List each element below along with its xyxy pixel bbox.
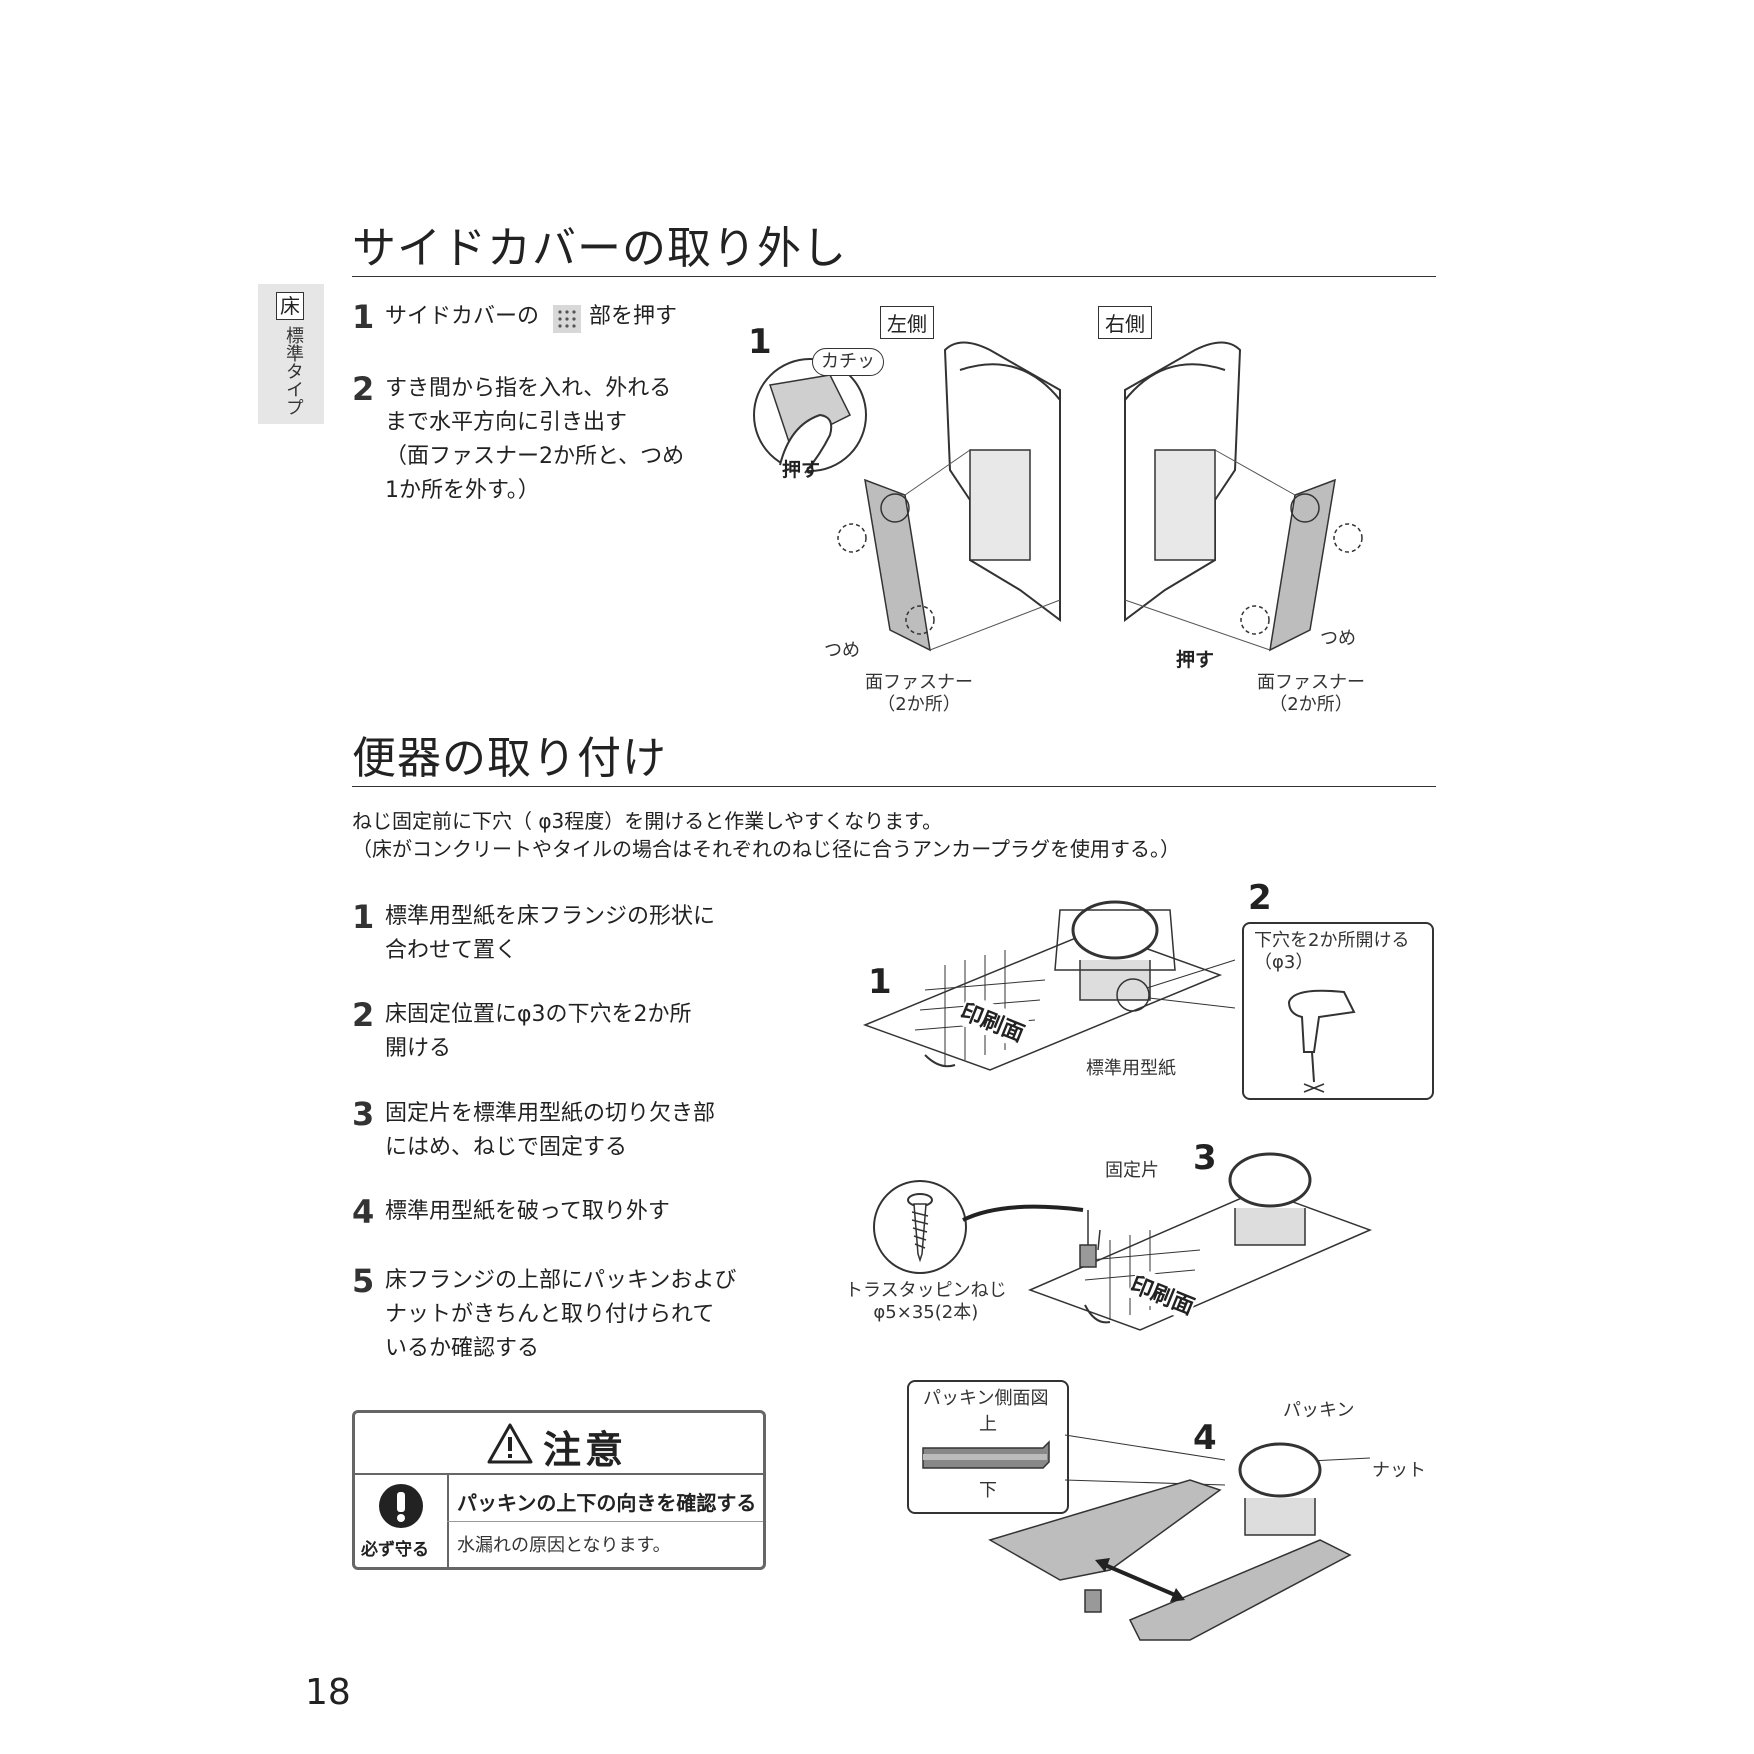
side-tab-kanji: 床 xyxy=(276,292,304,320)
section1-rule xyxy=(352,276,1436,277)
push-label-right: 押す xyxy=(1176,649,1215,671)
s2-step2-num: 2 xyxy=(352,996,375,1034)
caution-must-cell: 必ず守る xyxy=(355,1475,449,1567)
packing-side-view-box: パッキン側面図 上 下 xyxy=(907,1380,1069,1514)
nut-label: ナット xyxy=(1372,1460,1426,1481)
fixed-template-illustration xyxy=(1027,1152,1373,1331)
fig4-num: 4 xyxy=(1193,1418,1217,1458)
caution-body: 水漏れの原因となります。 xyxy=(457,1535,671,1556)
claw-label-right: つめ xyxy=(1320,628,1356,649)
section2-intro-2: （床がコンクリートやタイルの場合はそれぞれのねじ径に合うアンカープラグを使用する… xyxy=(352,837,1180,861)
s1-step1-text-before: サイドカバーの xyxy=(385,304,540,329)
s2-step2-text: 床固定位置にφ3の下穴を2か所 開ける xyxy=(385,1002,692,1061)
s2-step4-num: 4 xyxy=(352,1193,375,1231)
fastener-label-right: 面ファスナー （2か所） xyxy=(1257,672,1365,715)
section2-rule xyxy=(352,786,1436,787)
screw-connector-line xyxy=(962,1204,1084,1222)
toilet-side-cover-illustration xyxy=(837,341,1363,652)
fig1-num: 1 xyxy=(868,962,892,1002)
claw-label-left: つめ xyxy=(824,640,860,661)
s2-step5-text: 床フランジの上部にパッキンおよび ナットがきちんと取り付けられて いるか確認する xyxy=(385,1268,737,1361)
fixing-piece-label: 固定片 xyxy=(1105,1160,1159,1181)
page-number: 18 xyxy=(305,1672,351,1713)
s2-step3-num: 3 xyxy=(352,1095,375,1133)
template-label: 標準用型紙 xyxy=(1086,1058,1176,1079)
screw-label: トラスタッピンねじ φ5×35(2本) xyxy=(845,1280,1007,1323)
fastener-label-left: 面ファスナー （2か所） xyxy=(865,672,973,715)
section2-title: 便器の取り付け xyxy=(352,733,667,784)
s1-step1-num: 1 xyxy=(352,298,375,336)
packing-label: パッキン xyxy=(1283,1400,1355,1421)
screw-circle xyxy=(873,1180,967,1274)
s2-step4-text: 標準用型紙を破って取り外す xyxy=(385,1199,670,1224)
fig-step1-num: 1 xyxy=(748,322,772,362)
fig3-num: 3 xyxy=(1193,1138,1217,1178)
caution-box: 注意 必ず守る パッキンの上下の向きを確認する 水漏れの原因となります。 xyxy=(352,1410,766,1570)
s2-step5-num: 5 xyxy=(352,1262,375,1300)
warning-triangle-icon xyxy=(487,1423,533,1464)
pilot-hole-box: 下穴を2か所開ける （φ3） xyxy=(1242,922,1434,1100)
drill-icon xyxy=(1287,989,1356,1093)
pilot-hole-label: 下穴を2か所開ける （φ3） xyxy=(1254,930,1410,973)
caution-must-label: 必ず守る xyxy=(361,1540,429,1560)
finger-push-illustration xyxy=(753,358,867,474)
fig2-num: 2 xyxy=(1248,878,1272,918)
screw-icon xyxy=(907,1193,933,1263)
packing-bottom-label: 下 xyxy=(979,1480,997,1501)
mandatory-icon xyxy=(379,1484,423,1528)
packing-cross-section xyxy=(922,1440,1050,1469)
s2-step1-num: 1 xyxy=(352,898,375,936)
side-tab-label: 標準タイプ xyxy=(283,326,304,416)
dotted-area-icon xyxy=(553,305,581,333)
section2-intro-1: ねじ固定前に下穴（ φ3程度）を開けると作業しやすくなります。 xyxy=(352,809,943,833)
side-tab: 床 標準タイプ xyxy=(258,284,324,424)
packing-side-view-title: パッキン側面図 xyxy=(923,1388,1049,1409)
caution-header: 注意 xyxy=(355,1413,763,1475)
s1-step2-num: 2 xyxy=(352,370,375,408)
template-flange-illustration xyxy=(862,900,1236,1071)
click-callout: カチッ xyxy=(812,348,884,376)
s1-step2-text: すき間から指を入れ、外れる まで水平方向に引き出す （面ファスナー2か所と、つめ… xyxy=(385,376,685,503)
section1-title: サイドカバーの取り外し xyxy=(352,223,847,274)
right-side-label: 右側 xyxy=(1098,306,1152,339)
remove-template-illustration xyxy=(988,1434,1371,1641)
s1-step1-text-after: 部を押す xyxy=(589,304,678,329)
s2-step3-text: 固定片を標準用型紙の切り欠き部 にはめ、ねじで固定する xyxy=(385,1101,716,1160)
left-side-label: 左側 xyxy=(880,306,934,339)
push-label-left: 押す xyxy=(782,459,821,481)
s2-step1-text: 標準用型紙を床フランジの形状に 合わせて置く xyxy=(385,904,716,963)
caution-divider xyxy=(447,1521,763,1522)
packing-top-label: 上 xyxy=(979,1414,997,1435)
caution-title: 注意 xyxy=(543,1428,628,1472)
caution-heading: パッキンの上下の向きを確認する xyxy=(457,1491,757,1515)
